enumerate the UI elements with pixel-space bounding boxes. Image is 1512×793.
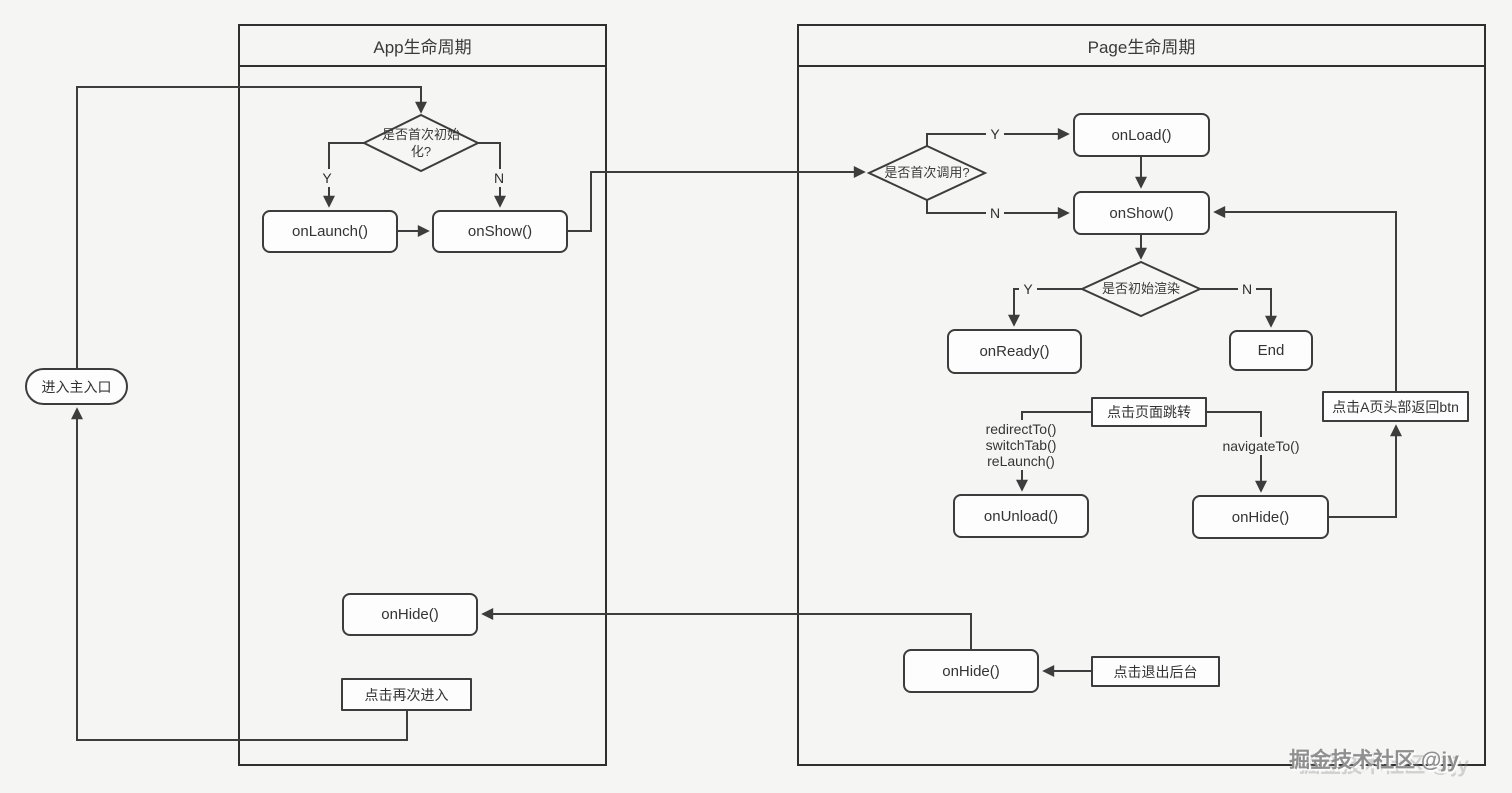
node-exit-bg: 点击退出后台 <box>1091 656 1220 687</box>
branch-render-no: N <box>1238 280 1256 298</box>
node-onhide-bg: onHide() <box>903 649 1039 693</box>
branch-app-init-yes: Y <box>318 169 336 187</box>
node-app-onhide: onHide() <box>342 593 478 636</box>
edge-label-switch-tab: switchTab() <box>985 436 1057 453</box>
watermark: 掘金技术社区 @jy <box>1289 749 1459 772</box>
page-lifecycle-title: Page生命周期 <box>799 26 1484 67</box>
edge-label-jump-apis: redirectTo() switchTab() reLaunch() <box>960 420 1082 470</box>
node-main-entry: 进入主入口 <box>25 368 128 405</box>
app-init-decision-diamond <box>361 113 481 173</box>
edge-firstcall-no-to-page-onshow <box>926 200 1070 219</box>
node-back-btn: 点击A页头部返回btn <box>1322 391 1469 422</box>
app-lifecycle-title: App生命周期 <box>240 26 605 67</box>
edge-label-relaunch: reLaunch() <box>987 453 1055 470</box>
edge-firstcall-yes-to-onload <box>926 128 1070 146</box>
edge-reenter-to-entry <box>71 407 408 741</box>
node-page-onshow: onShow() <box>1073 191 1210 235</box>
node-onlaunch: onLaunch() <box>262 210 398 253</box>
page-lifecycle-container: Page生命周期 <box>797 24 1486 766</box>
edge-page-onhide-to-app-onhide <box>481 608 972 649</box>
page-firstcall-decision-diamond <box>866 144 988 202</box>
branch-firstcall-yes: Y <box>986 125 1004 143</box>
node-end: End <box>1229 330 1313 371</box>
branch-render-yes: Y <box>1019 280 1037 298</box>
edge-app-onshow-to-firstcall-decision <box>568 166 866 232</box>
watermark-ghost: 掘金技术社区 @jy <box>1299 754 1469 777</box>
edge-entry-to-init-decision <box>76 86 427 368</box>
edge-pagejump-to-onhide-nav <box>1207 411 1267 493</box>
edge-backbtn-to-page-onshow <box>1213 206 1397 391</box>
node-onhide-nav: onHide() <box>1192 495 1329 539</box>
edge-label-redirect-to: redirectTo() <box>985 420 1057 437</box>
edge-render-no-to-end <box>1200 288 1277 328</box>
branch-app-init-no: N <box>490 169 508 187</box>
node-onready: onReady() <box>947 329 1082 374</box>
node-reenter: 点击再次进入 <box>341 678 472 711</box>
page-render-decision-diamond <box>1079 260 1203 318</box>
branch-firstcall-no: N <box>986 204 1004 222</box>
node-onload: onLoad() <box>1073 113 1210 157</box>
app-lifecycle-container: App生命周期 <box>238 24 607 766</box>
edge-label-navigate-to: navigateTo() <box>1212 437 1310 455</box>
edge-onhide-nav-to-backbtn <box>1329 424 1402 518</box>
node-app-onshow: onShow() <box>432 210 568 253</box>
node-page-jump: 点击页面跳转 <box>1091 397 1207 427</box>
edge-render-yes-to-onready <box>1008 288 1082 327</box>
node-onunload: onUnload() <box>953 494 1089 538</box>
